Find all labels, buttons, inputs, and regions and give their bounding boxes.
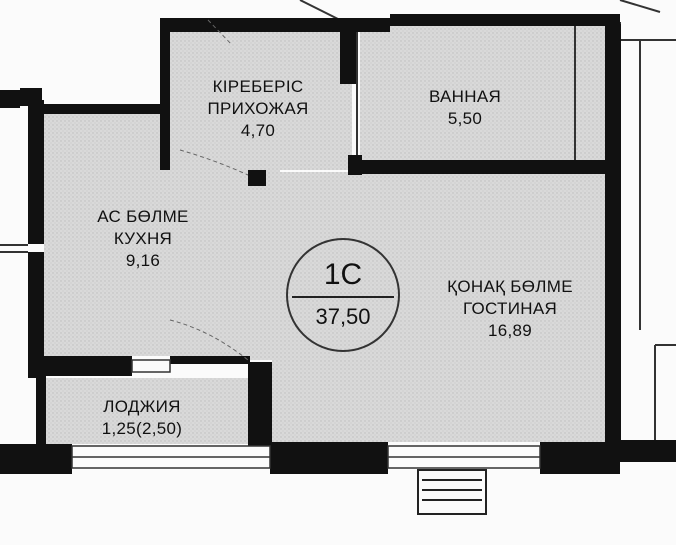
living-area: 16,89 <box>487 321 533 340</box>
kitchen-label: АС БӨЛМЕ КУХНЯ 9,16 <box>78 206 208 272</box>
windows <box>71 359 541 469</box>
entrance-name-ru: ПРИХОЖАЯ <box>207 99 309 118</box>
unit-total-area: 37,50 <box>315 304 371 329</box>
thin-outlines <box>0 0 676 440</box>
entrance-area: 4,70 <box>240 121 276 140</box>
living-floor <box>272 172 608 442</box>
loggia-label: ЛОДЖИЯ 1,25(2,50) <box>72 396 212 440</box>
kitchen-name-ru: КУХНЯ <box>113 229 173 248</box>
living-name-kz: ҚОНАҚ БӨЛМЕ <box>447 277 573 296</box>
loggia-area: 1,25(2,50) <box>101 419 183 438</box>
steps <box>417 469 487 515</box>
kitchen-area: 9,16 <box>125 251 161 270</box>
walls <box>0 14 676 474</box>
entrance-floor <box>168 22 352 170</box>
entrance-label: КІРЕБЕРІС ПРИХОЖАЯ 4,70 <box>188 76 328 142</box>
living-label: ҚОНАҚ БӨЛМЕ ГОСТИНАЯ 16,89 <box>425 276 595 342</box>
loggia-name-ru: ЛОДЖИЯ <box>103 397 181 416</box>
unit-code: 1С <box>323 258 363 291</box>
bathroom-name-ru: ВАННАЯ <box>428 87 502 106</box>
bathroom-floor <box>360 24 608 162</box>
kitchen-name-kz: АС БӨЛМЕ <box>97 207 189 226</box>
living-name-ru: ГОСТИНАЯ <box>462 299 558 318</box>
bathroom-label: ВАННАЯ 5,50 <box>405 86 525 130</box>
loggia-floor <box>42 378 248 444</box>
bathroom-area: 5,50 <box>447 109 483 128</box>
unit-badge-circle <box>286 238 400 352</box>
door-swings <box>169 19 249 361</box>
entrance-name-kz: КІРЕБЕРІС <box>212 77 304 96</box>
unit-badge: 1С 37,50 <box>283 245 403 345</box>
